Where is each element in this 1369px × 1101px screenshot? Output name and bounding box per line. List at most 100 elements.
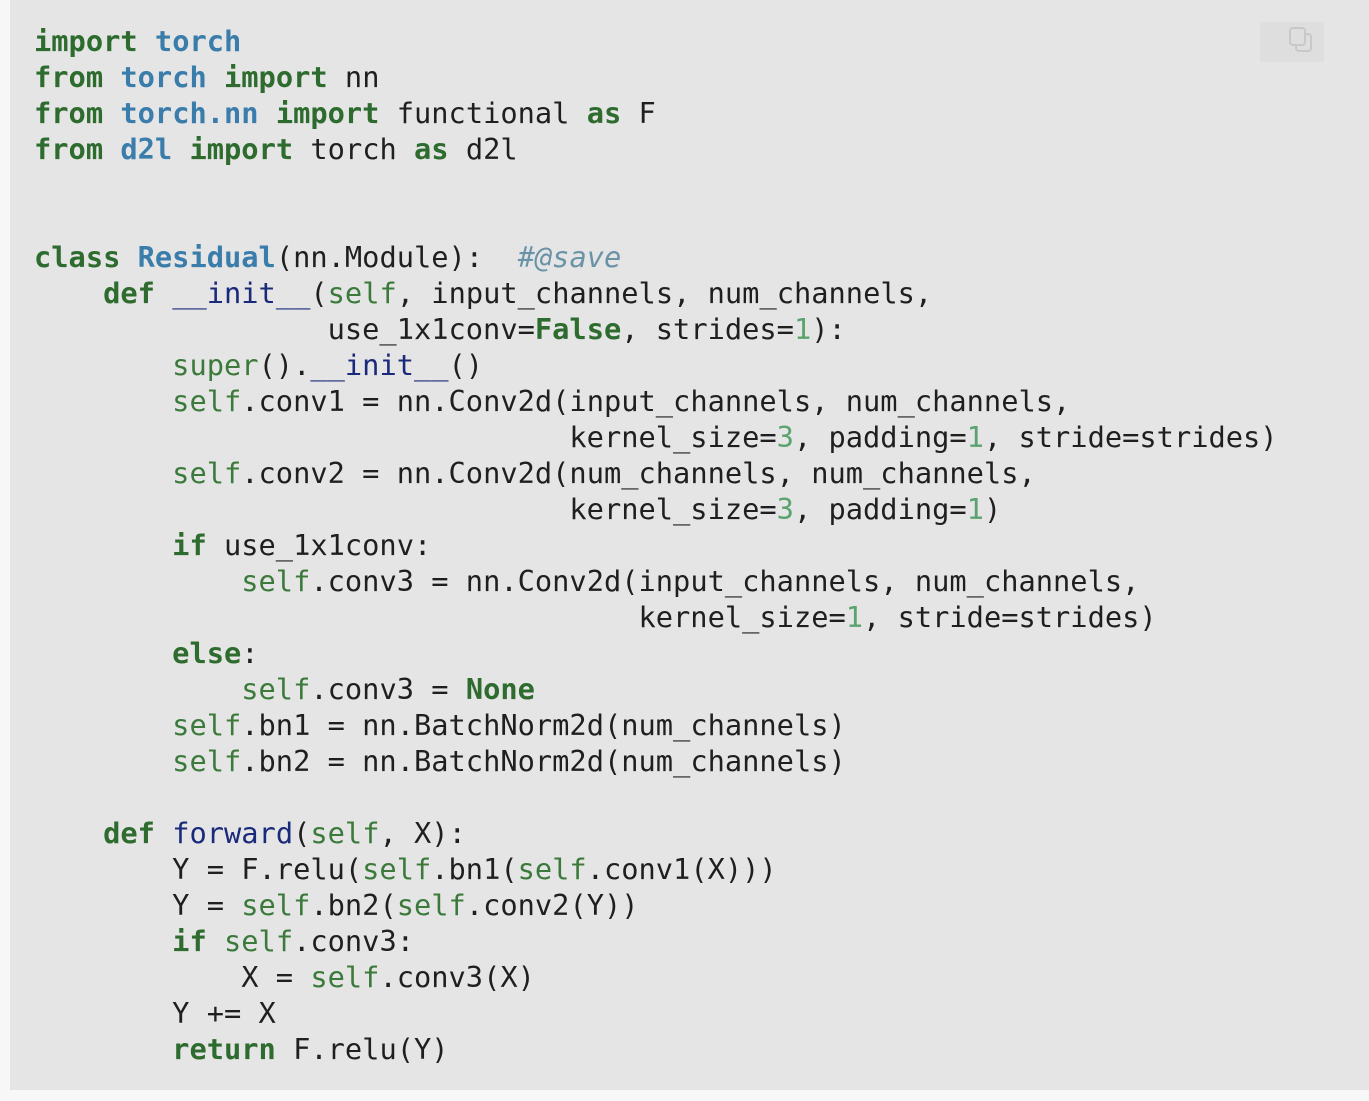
code-token: ( <box>310 276 328 310</box>
code-token: self <box>172 456 242 490</box>
code-token <box>34 1032 172 1066</box>
code-token <box>34 276 103 310</box>
code-token: else <box>172 636 242 670</box>
code-token: .conv3: <box>293 924 414 958</box>
code-token: self <box>172 708 242 742</box>
code-token: Y = F.relu( <box>34 852 363 886</box>
code-token: super <box>172 348 259 382</box>
code-token: .conv3 = <box>310 672 466 706</box>
code-token: nn <box>327 60 380 94</box>
code-token: self <box>517 852 587 886</box>
code-token: .conv1(X))) <box>586 852 777 886</box>
code-line: self.conv2 = nn.Conv2d(num_channels, num… <box>34 455 1278 491</box>
code-token: functional <box>379 96 587 130</box>
code-token: None <box>465 672 535 706</box>
code-token: , X): <box>379 816 466 850</box>
code-token: as <box>414 132 449 166</box>
code-token <box>34 384 172 418</box>
code-token: .bn1 = nn.BatchNorm2d(num_channels) <box>241 708 846 742</box>
code-line: from torch import nn <box>34 59 1278 95</box>
code-token: , strides= <box>621 312 794 346</box>
code-token: .bn2 = nn.BatchNorm2d(num_channels) <box>241 744 846 778</box>
code-token: __init__ <box>310 348 449 382</box>
code-token <box>172 132 189 166</box>
code-token: from <box>34 60 104 94</box>
code-token: kernel_size= <box>34 600 846 634</box>
code-token: import <box>224 60 328 94</box>
code-token: __init__ <box>172 276 311 310</box>
code-line: from torch.nn import functional as F <box>34 95 1278 131</box>
code-line: X = self.conv3(X) <box>34 959 1278 995</box>
code-token: ) <box>983 492 1002 526</box>
code-token: .bn2( <box>310 888 397 922</box>
code-token: torch <box>293 132 415 166</box>
code-line: self.bn2 = nn.BatchNorm2d(num_channels) <box>34 743 1278 779</box>
code-token: def <box>103 816 155 850</box>
code-line: Y = self.bn2(self.conv2(Y)) <box>34 887 1278 923</box>
code-token: X = <box>34 960 311 994</box>
code-token: import <box>275 96 380 130</box>
code-token: 1 <box>793 312 812 346</box>
code-line: use_1x1conv=False, strides=1): <box>34 311 1278 347</box>
code-line: ​ <box>34 203 1278 239</box>
code-token: .conv1 = nn.Conv2d(input_channels, num_c… <box>241 384 1071 418</box>
code-token <box>103 96 120 130</box>
code-token <box>103 132 120 166</box>
code-line: class Residual(nn.Module): #@save <box>34 239 1278 275</box>
code-token <box>259 96 276 130</box>
code-token: (). <box>258 348 311 382</box>
code-token <box>207 60 224 94</box>
code-line: super().__init__() <box>34 347 1278 383</box>
code-token <box>34 636 172 670</box>
code-token <box>34 564 241 598</box>
code-line: self.bn1 = nn.BatchNorm2d(num_channels) <box>34 707 1278 743</box>
code-token: #@save <box>517 240 622 274</box>
code-token: 3 <box>776 420 794 454</box>
code-token: , padding= <box>793 492 967 526</box>
code-token <box>34 924 172 958</box>
code-token: .conv2 = nn.Conv2d(num_channels, num_cha… <box>241 456 1036 490</box>
code-token: ): <box>811 312 846 346</box>
code-line: Y += X <box>34 995 1278 1031</box>
code-token <box>103 60 120 94</box>
code-token: self <box>241 672 311 706</box>
code-token <box>34 456 172 490</box>
code-token: import <box>189 132 294 166</box>
code-token: .conv3(X) <box>379 960 535 994</box>
code-token <box>34 816 103 850</box>
code-token: 1 <box>845 600 864 634</box>
code-line: kernel_size=1, stride=strides) <box>34 599 1278 635</box>
code-token: self <box>172 744 242 778</box>
code-token: import <box>34 24 138 58</box>
code-token <box>155 816 172 850</box>
code-token: class <box>34 240 121 274</box>
code-token: (nn.Module): <box>275 240 518 274</box>
code-token: self <box>327 276 397 310</box>
code-token <box>120 240 137 274</box>
code-line: if use_1x1conv: <box>34 527 1278 563</box>
code-token: , input_channels, num_channels, <box>396 276 933 310</box>
code-token: self <box>310 960 380 994</box>
code-line: ​ <box>34 779 1278 815</box>
code-line: Y = F.relu(self.bn1(self.conv1(X))) <box>34 851 1278 887</box>
code-token <box>138 24 155 58</box>
code-token: def <box>103 276 155 310</box>
code-token: ( <box>293 816 311 850</box>
copy-button[interactable] <box>1260 22 1324 62</box>
code-line: kernel_size=3, padding=1) <box>34 491 1278 527</box>
code-token: use_1x1conv= <box>34 312 535 346</box>
code-token: Y = <box>34 888 242 922</box>
code-token: torch <box>154 24 242 58</box>
code-token <box>34 672 241 706</box>
code-line: kernel_size=3, padding=1, stride=strides… <box>34 419 1277 455</box>
code-token: use_1x1conv: <box>206 528 432 562</box>
code-token: return <box>172 1032 276 1066</box>
code-token: 1 <box>966 420 984 454</box>
code-token: Y += X <box>34 996 276 1030</box>
code-token: forward <box>172 816 294 850</box>
code-token: .conv3 = nn.Conv2d(input_channels, num_c… <box>310 564 1140 598</box>
code-token <box>34 744 172 778</box>
code-token: d2l <box>120 132 173 166</box>
code-token: .conv2(Y)) <box>465 888 639 922</box>
